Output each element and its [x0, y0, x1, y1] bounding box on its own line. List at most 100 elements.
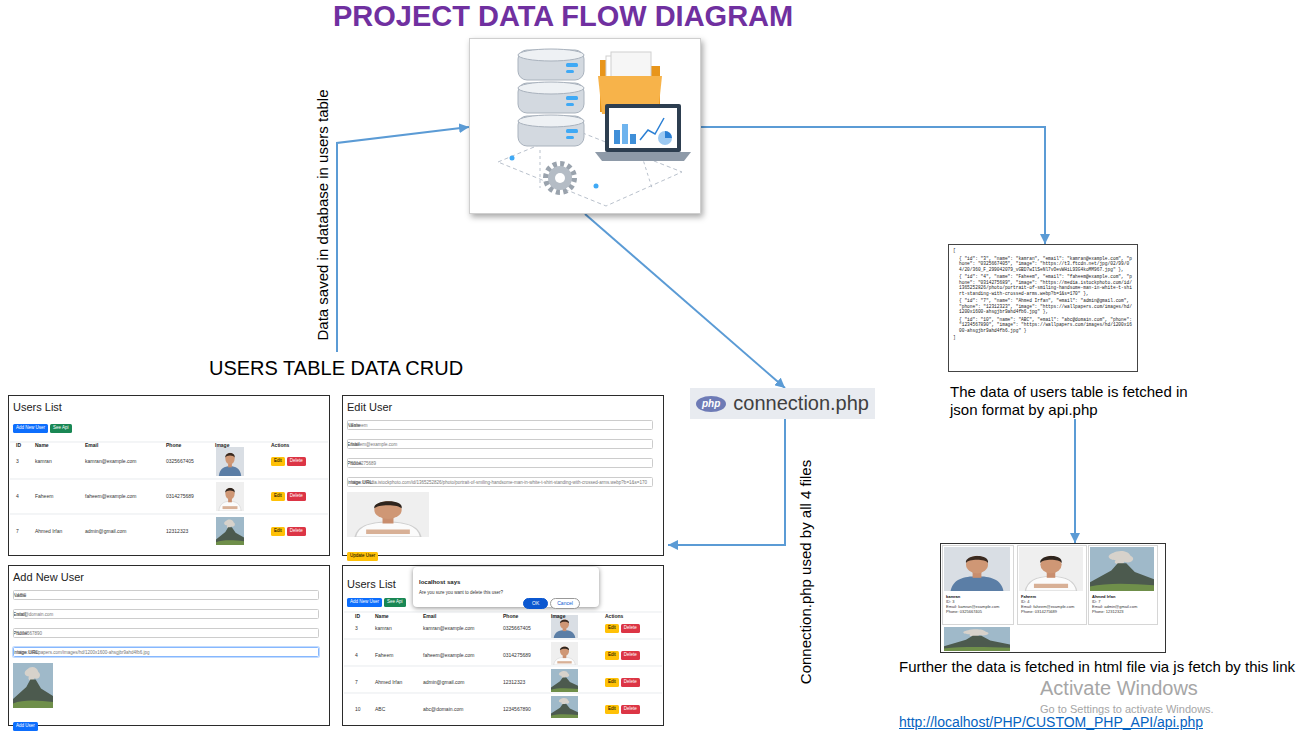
table-cell: 10: [355, 706, 361, 712]
database-illustration: [498, 49, 691, 206]
text-slot: kamran@example.com: [85, 449, 136, 467]
table-cell: kamran@example.com: [423, 625, 474, 631]
button-label: Add New User: [347, 598, 382, 607]
text-slot: Update User: [347, 543, 380, 561]
section-heading: USERS TABLE DATA CRUD: [209, 357, 463, 379]
screenshot-photos: [13, 447, 1154, 718]
diagram-title: PROJECT DATA FLOW DIAGRAM: [333, 0, 793, 32]
text-slot: 12312323: [166, 519, 188, 537]
database-illustration-box: [469, 38, 701, 214]
flow-arrow: [585, 214, 785, 388]
text-slot: 3: [16, 449, 19, 467]
text-slot: Name: [35, 433, 49, 451]
table-cell: 3: [16, 458, 19, 464]
php-file-box: phpconnection.php: [690, 388, 875, 419]
json-line: { "id": "3", "name": "kamran", "email": …: [953, 256, 1133, 273]
text-slot: kamran: [375, 616, 392, 634]
text-slot: Actions: [271, 433, 289, 451]
dialog-message: Are you sure you want to delete this use…: [419, 590, 503, 595]
text-slot: Ahmed Irfan: [35, 519, 62, 537]
text-slot: EditDelete: [271, 448, 308, 466]
flow-arrow: [701, 127, 1045, 244]
text-slot: Faheem: [375, 643, 393, 661]
json-line: [: [953, 248, 1133, 254]
text-slot: EditDelete: [605, 642, 642, 660]
user-card: kamranID: 3Email: kamran@example.comPhon…: [942, 545, 1014, 625]
table-cell: 1234567890: [503, 706, 531, 712]
text-slot: Email: [347, 432, 360, 450]
button-label: Delete: [287, 457, 306, 466]
card-field: Email: faheem@example.com: [1021, 604, 1083, 609]
card-name: Faheem: [1021, 594, 1083, 599]
card-name: kamran: [946, 594, 1010, 599]
table-cell: 4: [355, 652, 358, 658]
text-slot: 12312323: [503, 670, 525, 688]
screen-heading: Users List: [347, 578, 396, 590]
text-slot: https://media.istockphoto.com/id/1365252…: [347, 477, 653, 487]
text-slot: Email: [13, 602, 26, 620]
app-screenshot: Users ListAdd New UserSee ApiIDNameEmail…: [8, 395, 330, 556]
table-header: Name: [35, 442, 49, 448]
table-cell: kamran@example.com: [85, 458, 136, 464]
flow-arrow: [668, 419, 785, 545]
button-label: Delete: [621, 678, 640, 687]
table-header: Image: [551, 613, 565, 619]
button-label: Edit: [605, 624, 619, 633]
button-label: See Api: [50, 424, 72, 433]
text-slot: EditDelete: [605, 696, 642, 714]
table-header: Actions: [605, 613, 623, 619]
button-label: Cancel: [550, 598, 580, 609]
text-slot: EditDelete: [605, 615, 642, 633]
table-cell: kamran: [35, 458, 52, 464]
crud-screens-group: USERS TABLE DATA CRUD Users ListAdd New U…: [6, 352, 668, 728]
table-header: Name: [375, 613, 389, 619]
table-cell: admin@gmail.com: [423, 679, 464, 685]
text-slot: 4: [355, 643, 358, 661]
table-cell: 3: [355, 625, 358, 631]
table-cell: 0314275689: [166, 493, 194, 499]
screen-heading: Users List: [13, 401, 62, 413]
text-slot: 10: [355, 697, 361, 715]
text-slot: USERS TABLE DATA CRUD: [209, 357, 463, 380]
field-value: 0314275689: [347, 458, 653, 468]
text-slot: admin@gmail.com: [85, 519, 126, 537]
table-header: Actions: [271, 442, 289, 448]
text-slot: 7: [16, 519, 19, 537]
button-label: Edit: [271, 527, 285, 536]
text-slot: PROJECT DATA FLOW DIAGRAM: [333, 0, 793, 32]
table-header: Image: [215, 442, 229, 448]
watermark: Go to Settings to activate Windows.: [1040, 703, 1214, 715]
card-field: Email: admin@gmail.com: [1092, 604, 1154, 609]
text-slot: 3: [355, 616, 358, 634]
text-slot: Image URL:: [347, 470, 374, 488]
text-slot: ABC: [375, 697, 385, 715]
table-cell: Ahmed Irfan: [375, 679, 402, 685]
text-slot: http://localhost/PHP/CUSTOM_PHP_API/api.…: [899, 713, 1203, 731]
text-slot: faheem@example.com: [423, 643, 475, 661]
text-slot: Faheem: [347, 420, 653, 430]
text-slot: Add User: [13, 713, 40, 731]
dialog-title: localhost says: [419, 579, 460, 585]
table-header: Phone: [166, 442, 181, 448]
app-screenshot: Edit UserNameFaheemEmailfaheem@example.c…: [342, 395, 664, 556]
table-cell: admin@gmail.com: [85, 528, 126, 534]
edge-label-slot: Data saved in database in users table: [313, 90, 331, 341]
json-line: { "id": "7", "name": "Ahmed Irfan", "ema…: [953, 298, 1133, 315]
text-slot: Ahmed Irfan: [375, 670, 402, 688]
confirm-dialog: localhost saysAre you sure you want to d…: [413, 567, 599, 607]
edge-label: Connection.php used by all 4 files: [797, 460, 815, 684]
text-slot: EditDelete: [605, 669, 642, 687]
json-text-frame: [ { "id": "3", "name": "kamran", "email":…: [948, 244, 1138, 372]
field-value: 1234567890: [13, 628, 319, 638]
table-cell: Ahmed Irfan: [35, 528, 62, 534]
card-field: ID: 4: [1021, 599, 1083, 604]
edge-label-slot: Connection.php used by all 4 files: [797, 460, 815, 684]
table-header: Email: [85, 442, 98, 448]
text-slot: Phone: [347, 451, 361, 469]
app-screenshot: Users ListAdd New UserSee ApiIDNameEmail…: [342, 565, 664, 726]
text-slot: EditDelete: [271, 483, 308, 501]
text-slot: Users List: [347, 574, 396, 592]
card-field: Phone: 0325667405: [946, 609, 1010, 614]
table-header: ID: [355, 613, 360, 619]
text-slot: 0325667405: [503, 616, 531, 634]
